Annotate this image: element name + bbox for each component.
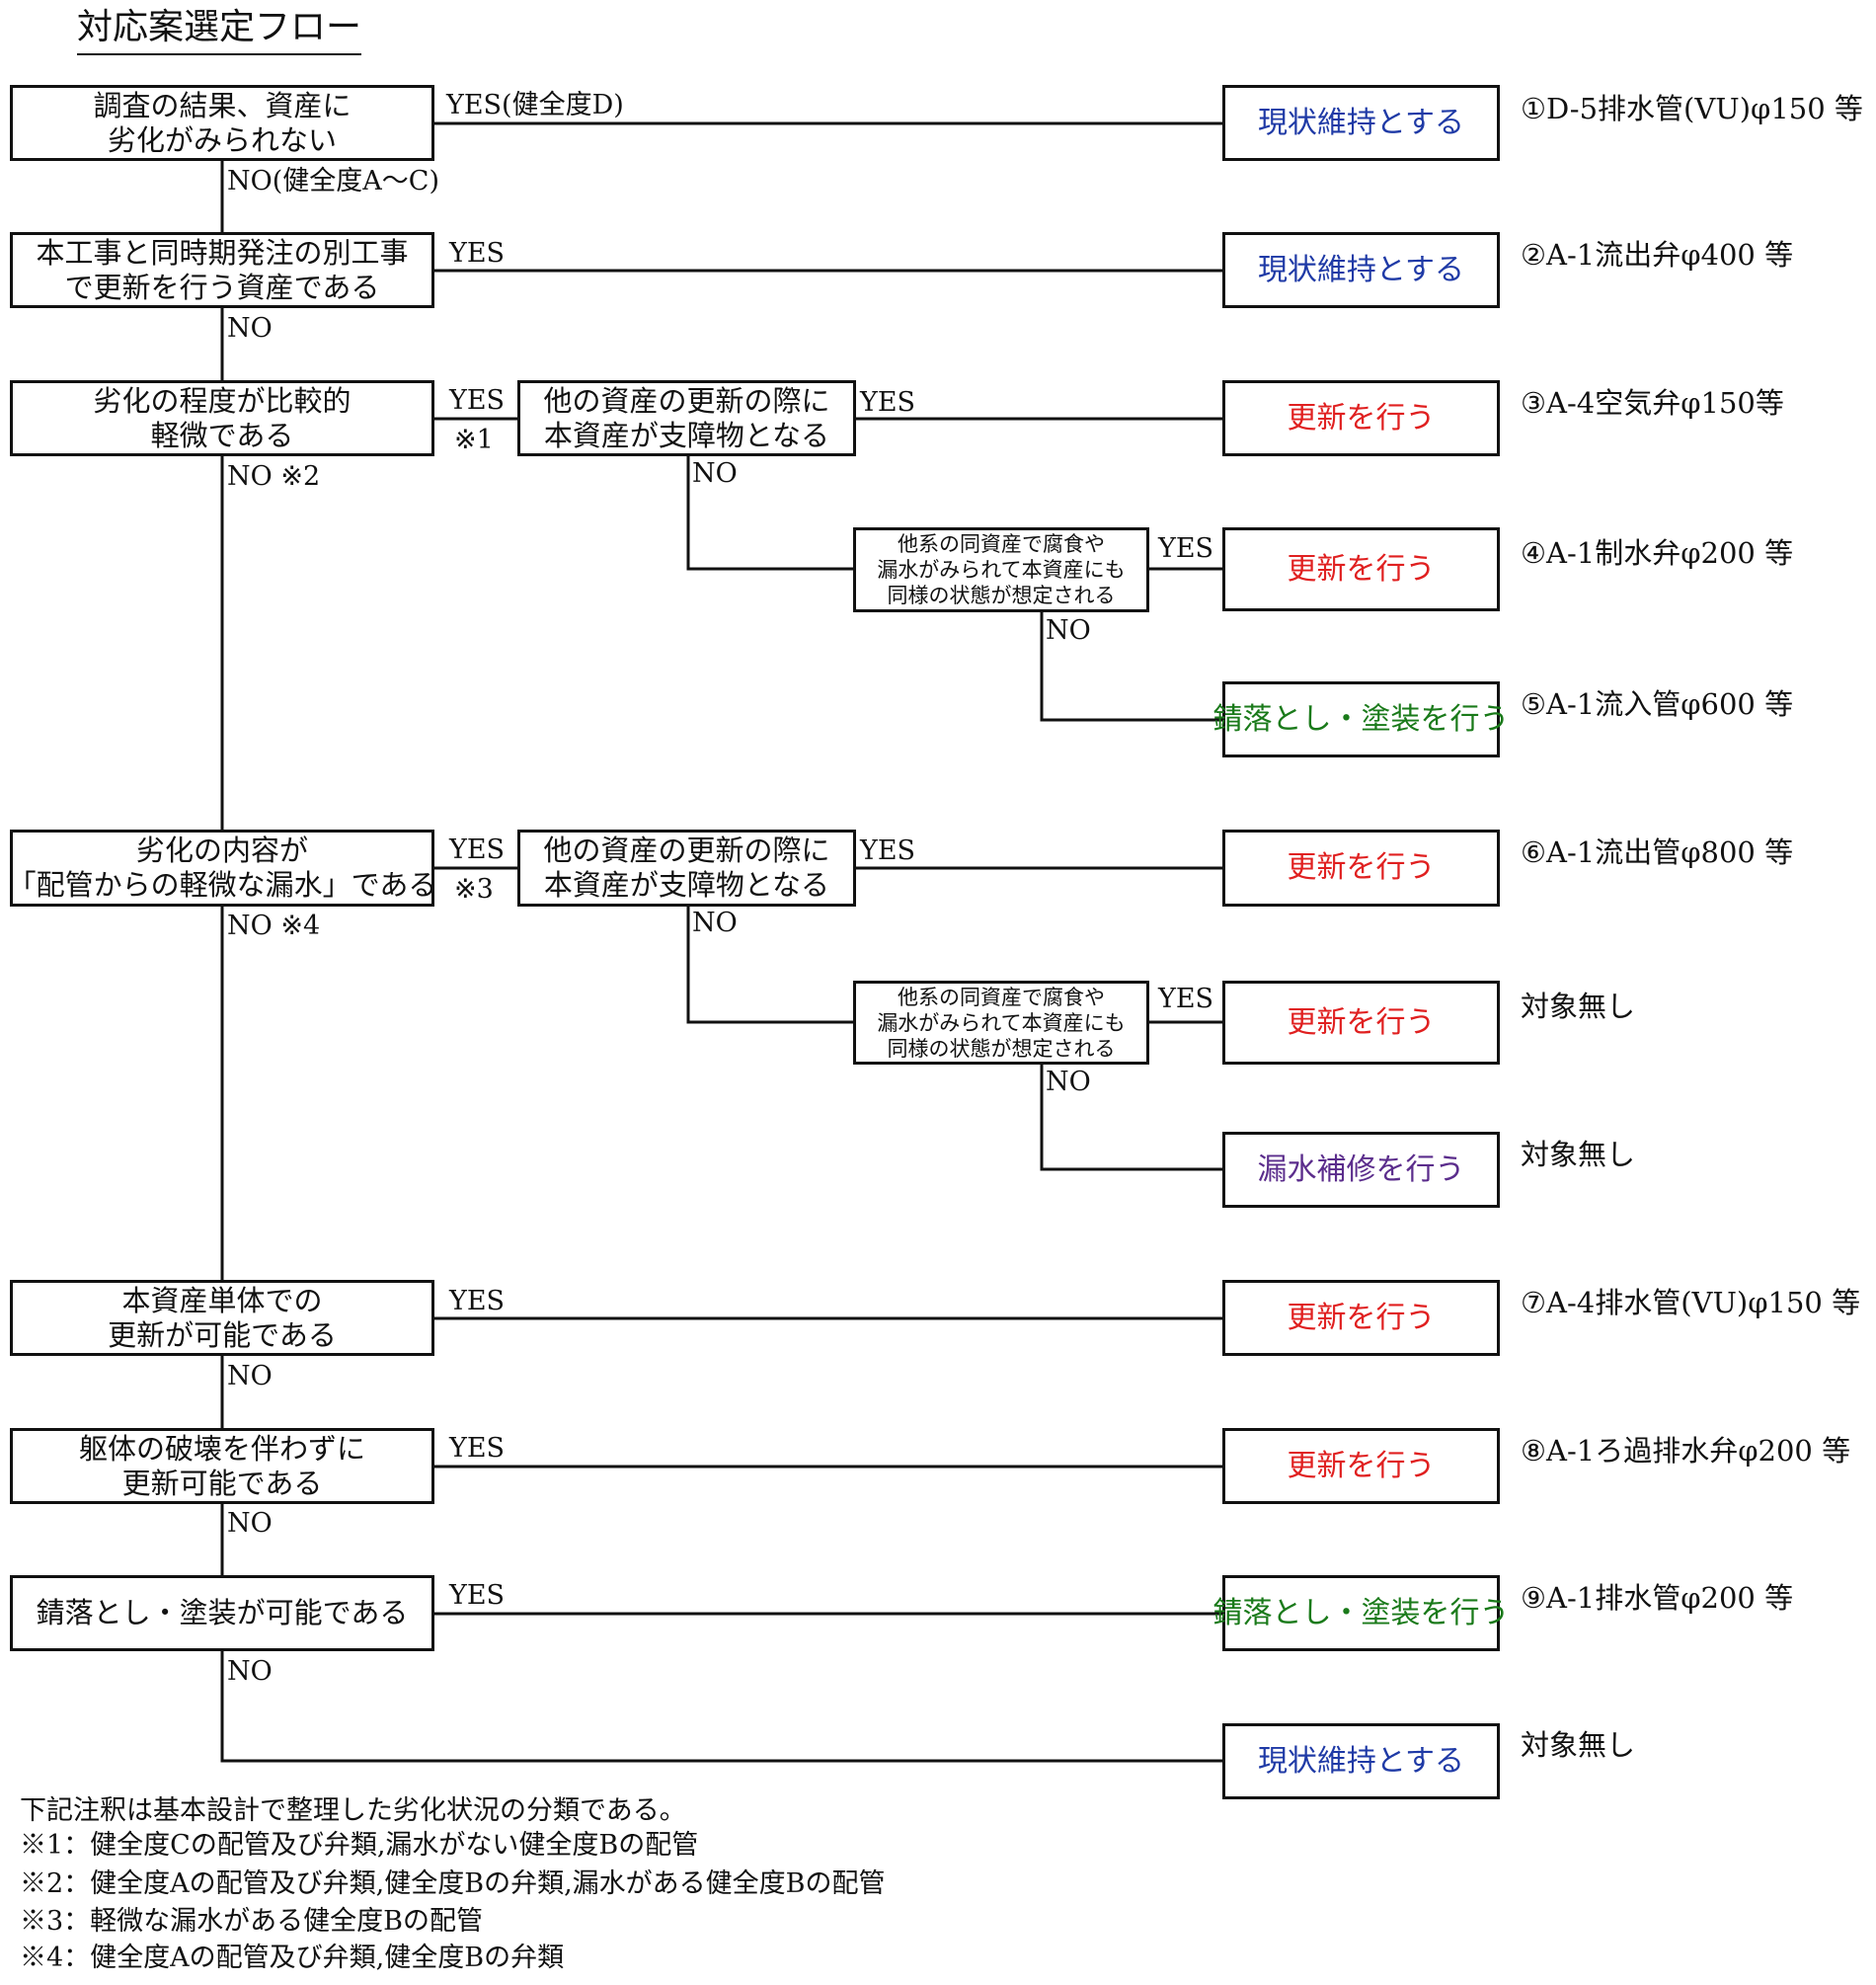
condition-rust-removal-painting-possible: 錆落とし・塗装が可能である	[10, 1575, 434, 1651]
footnote-1: ※1：健全度Cの配管及び弁類,漏水がない健全度Bの配管	[20, 1830, 699, 1861]
label-yes: YES	[1158, 984, 1214, 1014]
footnote-4: ※4：健全度Aの配管及び弁類,健全度Bの弁類	[20, 1943, 565, 1973]
reference-2: ②A-1流出弁φ400 等	[1521, 238, 1794, 272]
label-yes: YES	[449, 1433, 506, 1464]
condition-obstacle-to-other-renewal: 他の資産の更新の際に本資産が支障物となる	[517, 380, 856, 456]
label-no: NO	[227, 1656, 273, 1687]
condition-renewal-without-breaking-structure: 躯体の破壊を伴わずに更新可能である	[10, 1428, 434, 1504]
label-no: NO	[227, 1361, 273, 1391]
label-note-3: ※3	[454, 874, 494, 905]
label-yes: YES	[449, 238, 506, 269]
label-yes: YES	[449, 1580, 506, 1611]
label-no: NO	[692, 908, 738, 938]
condition-standalone-renewal-possible: 本資産単体での更新が可能である	[10, 1280, 434, 1356]
label-no: NO	[1046, 1067, 1091, 1097]
footnote-3: ※3：軽微な漏水がある健全度Bの配管	[20, 1906, 484, 1937]
label-no: NO	[692, 458, 738, 489]
label-yes: YES	[449, 1286, 506, 1316]
condition-similar-corrosion-expected: 他系の同資産で腐食や漏水がみられて本資産にも同様の状態が想定される	[853, 527, 1149, 612]
label-no: NO	[227, 313, 273, 344]
label-no: NO	[227, 1508, 273, 1539]
result-rust-paint-2: 錆落とし・塗装を行う	[1213, 1575, 1510, 1651]
label-yes: YES	[860, 387, 916, 418]
reference-11: ⑨A-1排水管φ200 等	[1521, 1581, 1794, 1615]
condition-minor-deterioration: 劣化の程度が比較的軽微である	[10, 380, 434, 456]
condition-minor-pipe-leak: 劣化の内容が「配管からの軽微な漏水」である	[8, 830, 436, 907]
label-yes: YES	[449, 834, 506, 865]
result-keep-2: 現状維持とする	[1222, 232, 1500, 308]
result-renew-4: 更新を行う	[1222, 981, 1500, 1065]
reference-1: ①D-5排水管(VU)φ150 等	[1521, 92, 1863, 125]
reference-3: ③A-4空気弁φ150等	[1521, 386, 1784, 420]
result-keep-3: 現状維持とする	[1222, 1723, 1500, 1799]
reference-8: 対象無し	[1521, 1138, 1636, 1171]
condition-similar-corrosion-expected-2: 他系の同資産で腐食や漏水がみられて本資産にも同様の状態が想定される	[853, 981, 1149, 1065]
label-note-1: ※1	[454, 425, 494, 455]
label-no-note-2: NO ※2	[227, 461, 321, 492]
label-yes: YES	[449, 385, 506, 416]
label-no: NO	[1046, 615, 1091, 646]
label-yes: YES	[1158, 533, 1214, 564]
result-keep-1: 現状維持とする	[1222, 85, 1500, 161]
result-renew-1: 更新を行う	[1222, 380, 1500, 456]
label-yes: YES	[860, 835, 916, 866]
reference-6: ⑥A-1流出管φ800 等	[1521, 835, 1794, 869]
reference-7: 対象無し	[1521, 990, 1636, 1023]
footnote-intro: 下記注釈は基本設計で整理した劣化状況の分類である。	[20, 1795, 686, 1826]
result-renew-6: 更新を行う	[1222, 1428, 1500, 1504]
label-no-health-a-c: NO(健全度A～C)	[227, 166, 439, 197]
reference-5: ⑤A-1流入管φ600 等	[1521, 687, 1794, 721]
result-leak-repair: 漏水補修を行う	[1222, 1132, 1500, 1208]
result-renew-2: 更新を行う	[1222, 527, 1500, 611]
reference-4: ④A-1制水弁φ200 等	[1521, 536, 1794, 570]
reference-10: ⑧A-1ろ過排水弁φ200 等	[1521, 1434, 1851, 1468]
condition-obstacle-to-other-renewal-2: 他の資産の更新の際に本資産が支障物となる	[517, 830, 856, 907]
page-title: 対応案選定フロー	[77, 6, 362, 55]
condition-no-deterioration: 調査の結果、資産に劣化がみられない	[10, 85, 434, 161]
result-rust-paint-1: 錆落とし・塗装を行う	[1213, 681, 1510, 757]
label-yes-health-d: YES(健全度D)	[446, 90, 624, 120]
condition-renewed-by-other-project: 本工事と同時期発注の別工事で更新を行う資産である	[10, 232, 434, 308]
reference-9: ⑦A-4排水管(VU)φ150 等	[1521, 1286, 1861, 1319]
reference-12: 対象無し	[1521, 1728, 1636, 1762]
label-no-note-4: NO ※4	[227, 911, 321, 941]
result-renew-3: 更新を行う	[1222, 830, 1500, 907]
result-renew-5: 更新を行う	[1222, 1280, 1500, 1356]
footnote-2: ※2：健全度Aの配管及び弁類,健全度Bの弁類,漏水がある健全度Bの配管	[20, 1868, 886, 1899]
